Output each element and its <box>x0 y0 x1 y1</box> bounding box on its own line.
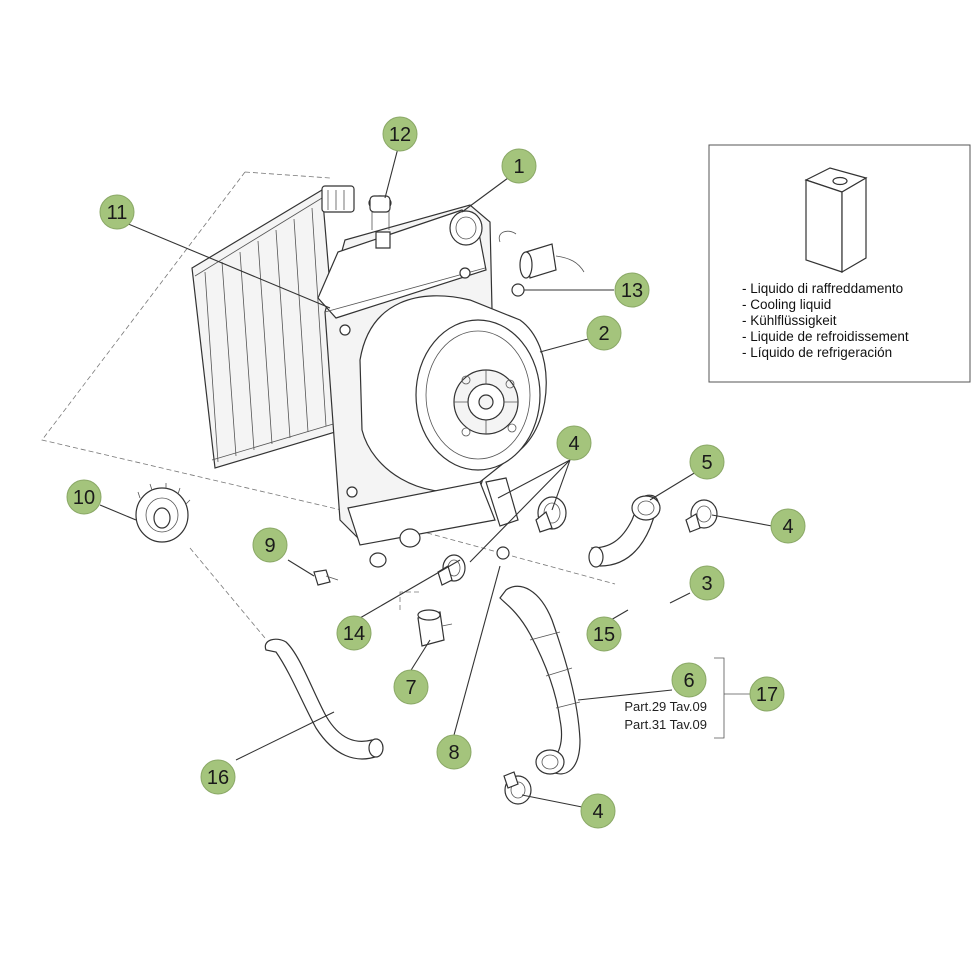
callout-label: 9 <box>264 535 275 557</box>
radiator-assembly <box>317 195 547 568</box>
callout-label: 15 <box>593 624 615 646</box>
elbow-hose <box>588 494 661 568</box>
callout-label: 7 <box>405 677 416 699</box>
callout-4-upper: 4 <box>556 425 592 461</box>
hose-clamp-upper <box>535 496 567 533</box>
callout-4-right: 4 <box>770 508 806 544</box>
legend-line-it: - Liquido di raffreddamento <box>742 281 903 296</box>
callout-label: 6 <box>683 670 694 692</box>
callout-2: 2 <box>586 315 622 351</box>
callout-11: 11 <box>99 194 135 230</box>
callout-label: 14 <box>343 623 365 645</box>
callout-label: 3 <box>701 573 712 595</box>
lower-hose <box>499 585 581 775</box>
rubber-spacer <box>417 609 453 647</box>
callout-label: 2 <box>598 323 609 345</box>
legend-line-en: - Cooling liquid <box>742 297 831 312</box>
part-reference-1: Part.29 Tav.09 <box>624 699 707 714</box>
callout-12: 12 <box>382 116 418 152</box>
callout-13: 13 <box>614 272 650 308</box>
callout-14: 14 <box>336 615 372 651</box>
legend-line-es: - Líquido de refrigeración <box>742 345 892 360</box>
callout-label: 10 <box>73 487 95 509</box>
assembly-envelope <box>41 171 616 639</box>
callout-10: 10 <box>66 479 102 515</box>
legend-line-de: - Kühlflüssigkeit <box>742 313 837 328</box>
fan-switch-sensor <box>498 230 585 297</box>
hose-clamp-right <box>685 499 718 533</box>
callout-7: 7 <box>393 669 429 705</box>
callout-16: 16 <box>200 759 236 795</box>
callout-5: 5 <box>689 444 725 480</box>
callout-label: 4 <box>592 801 603 823</box>
callout-label: 1 <box>513 156 524 178</box>
callout-label: 17 <box>756 684 778 706</box>
expansion-cap <box>369 195 391 213</box>
callout-15: 15 <box>586 616 622 652</box>
callout-8: 8 <box>436 734 472 770</box>
overflow-hose <box>264 638 384 760</box>
legend-line-fr: - Liquide de refroidissement <box>742 329 909 344</box>
coolant-legend-box: - Liquido di raffreddamento - Cooling li… <box>708 144 971 383</box>
callout-1: 1 <box>501 148 537 184</box>
callout-label: 16 <box>207 767 229 789</box>
callout-label: 4 <box>782 516 793 538</box>
radiator-cap <box>135 483 191 543</box>
callout-17: 17 <box>749 676 785 712</box>
small-screw <box>496 546 510 560</box>
callout-4-lower: 4 <box>580 793 616 829</box>
callout-label: 8 <box>448 742 459 764</box>
coolant-container-icon <box>804 167 868 274</box>
drain-screw <box>313 569 339 586</box>
callout-label: 13 <box>621 280 643 302</box>
callout-label: 12 <box>389 124 411 146</box>
part-reference-2: Part.31 Tav.09 <box>624 717 707 732</box>
callout-label: 5 <box>701 452 712 474</box>
callout-label: 11 <box>107 202 128 224</box>
callout-9: 9 <box>252 527 288 563</box>
callout-3: 3 <box>689 565 725 601</box>
hose-clamp-lower <box>503 771 532 805</box>
callout-6: 6 <box>671 662 707 698</box>
callout-label: 4 <box>568 433 579 455</box>
